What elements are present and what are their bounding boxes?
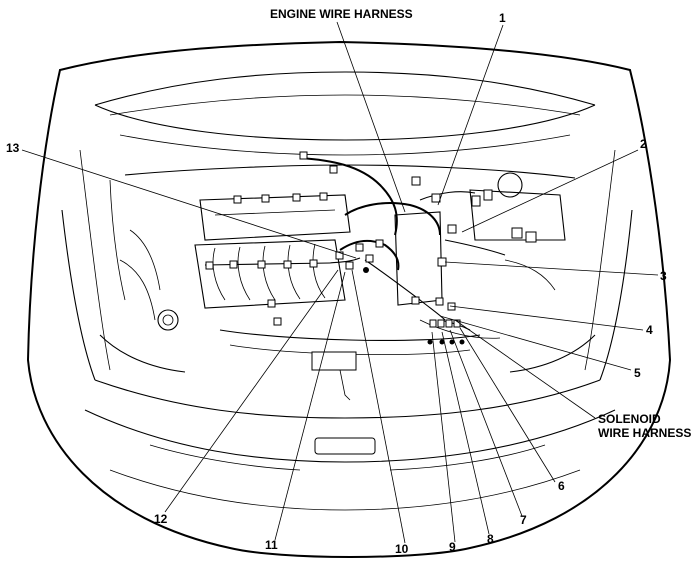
wire-harness <box>204 157 506 331</box>
vehicle-body-outline <box>26 40 672 558</box>
engine-wire-harness-label: ENGINE WIRE HARNESS <box>270 7 413 21</box>
callout-9: 9 <box>449 540 456 554</box>
callout-1: 1 <box>499 11 506 25</box>
callout-5: 5 <box>634 366 641 380</box>
callout-3: 3 <box>660 269 667 283</box>
connectors <box>205 151 537 345</box>
callout-8: 8 <box>487 532 494 546</box>
callout-6: 6 <box>558 479 565 493</box>
callout-4: 4 <box>646 323 653 337</box>
callout-12: 12 <box>154 512 168 526</box>
callout-7: 7 <box>520 513 527 527</box>
solenoid-wire-harness-label-line1: SOLENOID <box>598 412 661 426</box>
leader-lines <box>21 21 659 544</box>
callout-2: 2 <box>640 137 647 151</box>
callout-10: 10 <box>395 542 409 556</box>
callout-13: 13 <box>6 141 20 155</box>
engine-compartment <box>109 164 576 401</box>
solenoid-wire-harness-label-line2: WIRE HARNESS <box>598 426 691 440</box>
callout-11: 11 <box>265 538 278 552</box>
